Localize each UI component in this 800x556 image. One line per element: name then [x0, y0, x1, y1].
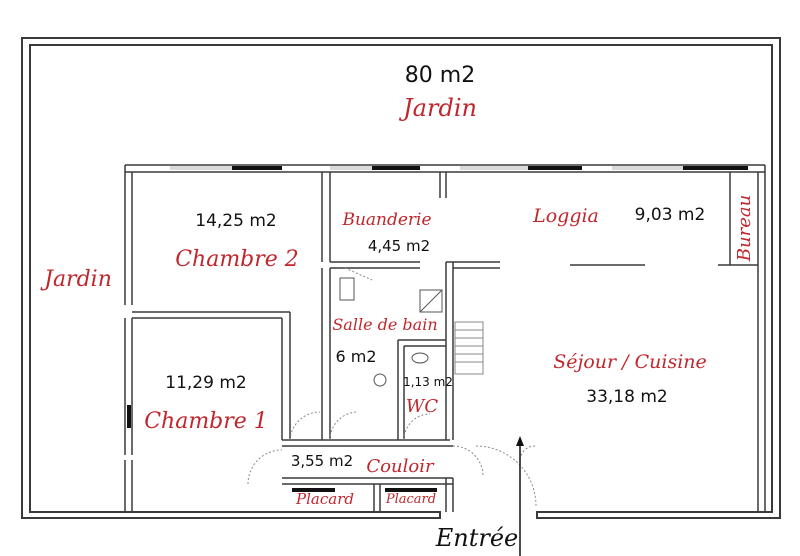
couloir-name: Couloir: [366, 456, 435, 477]
washing-machine-icon: [339, 277, 355, 301]
door-swing: [344, 267, 373, 281]
door-swing: [403, 413, 431, 441]
buanderie-area: 4,45 m2: [368, 237, 430, 255]
shower-icon: [419, 289, 443, 313]
door-swing: [475, 445, 537, 507]
loggia-area: 9,03 m2: [635, 205, 706, 225]
garden-left-label: Jardin: [40, 267, 112, 292]
shower-icon: [419, 289, 443, 313]
staircase-icon: [454, 321, 484, 375]
outer-wall: [21, 37, 781, 519]
salle-de-bain-name: Salle de bain: [332, 315, 437, 334]
salle-de-bain-area: 6 m2: [335, 347, 376, 366]
sejour-name: Séjour / Cuisine: [553, 351, 707, 373]
wc-area: 1,13 m2: [403, 375, 453, 389]
loggia-name: Loggia: [532, 205, 599, 227]
door-swing: [247, 449, 283, 485]
wc-name: WC: [406, 396, 439, 417]
placard1-name: Placard: [295, 490, 354, 508]
toilet-icon: [411, 352, 429, 364]
sejour-area: 33,18 m2: [586, 387, 667, 407]
buanderie-name: Buanderie: [341, 210, 431, 230]
chambre2-area: 14,25 m2: [195, 211, 276, 231]
garden-top-label: Jardin: [398, 94, 477, 122]
garden-area: 80 m2: [405, 63, 475, 88]
entry-label: Entrée: [435, 524, 519, 552]
chambre1-area: 11,29 m2: [165, 373, 246, 393]
door-swing: [452, 445, 484, 477]
door-swing: [519, 445, 536, 461]
couloir-area: 3,55 m2: [291, 452, 353, 470]
bureau-name: Bureau: [734, 195, 755, 262]
sink-icon: [373, 373, 387, 387]
placard2-name: Placard: [385, 492, 436, 507]
entry-arrow-icon: [516, 436, 524, 446]
chambre2-name: Chambre 2: [175, 247, 299, 272]
door-swing: [289, 411, 321, 441]
door-swing: [329, 411, 359, 441]
chambre1-name: Chambre 1: [144, 409, 268, 434]
